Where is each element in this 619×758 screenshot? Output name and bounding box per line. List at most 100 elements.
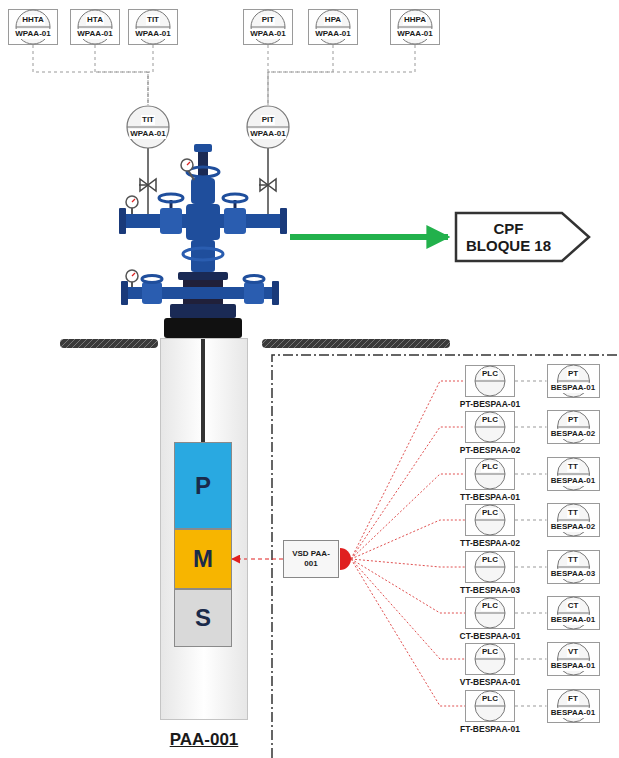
plc-tag-outline-part (466, 644, 515, 675)
pump-section: S (174, 589, 232, 647)
tag-text: FT-BESPAA-01 (460, 724, 520, 734)
signal-connector (515, 613, 547, 614)
tag-text: CT (567, 601, 580, 611)
christmas-tree-part (194, 144, 212, 152)
plc-tag-outline-part (475, 412, 505, 442)
tag-text: PLC (481, 415, 499, 425)
signal-connector (148, 45, 153, 105)
signal-connector (351, 559, 465, 706)
signal-connector (515, 659, 547, 660)
tag-text: WPAA-01 (134, 29, 171, 39)
christmas-tree-part (244, 276, 264, 283)
instrument-tag-outline-part (309, 10, 358, 45)
tag-text: WPAA-01 (249, 129, 286, 139)
plc-tag: PLCFT-BESPAA-01 (465, 690, 515, 722)
christmas-tree-part (223, 194, 247, 202)
tag-text: PT (567, 415, 579, 425)
instrument-tag-outline-part (316, 27, 350, 28)
instrument-taps-part (260, 179, 276, 191)
tag-text: PAA-001 (170, 730, 239, 750)
plc-tag: PLCPT-BESPAA-01 (465, 365, 515, 397)
tag-text: VT (567, 647, 579, 657)
tag-text: WPAA-01 (314, 29, 351, 39)
instrument-tag: TT BESPAA-02 (547, 503, 600, 537)
tag-text: PLC (481, 462, 499, 472)
tag-text: VT-BESPAA-01 (460, 677, 520, 687)
tag-text: S (174, 604, 232, 632)
christmas-tree-part (183, 248, 223, 260)
signal-connector (232, 559, 283, 560)
instrument-taps-part (147, 147, 149, 215)
signal-connector (351, 381, 465, 559)
tag-text: TT (567, 508, 579, 518)
christmas-tree-part (126, 196, 138, 208)
tag-text: TT-BESPAA-01 (460, 492, 520, 502)
instrument-tag-outline-part (78, 27, 112, 28)
plc-tag-outline-part (475, 691, 505, 721)
signal-connector (515, 381, 547, 382)
tag-text: WPAA-01 (129, 129, 166, 139)
transmitter-bubble-outline (246, 105, 290, 149)
tag-text: PIT (261, 115, 275, 125)
transmitter-bubble-outline-part (247, 127, 289, 128)
instrument-tag: HHTAWPAA-01 (8, 9, 58, 45)
signal-connector (351, 559, 465, 659)
instrument-tag-outline-part (557, 659, 589, 660)
plc-tag-outline-part (466, 691, 515, 722)
instrument-tag-outline-part (557, 474, 589, 475)
christmas-tree (119, 144, 287, 338)
plc-tag-outline-part (466, 459, 515, 490)
plc-tag-outline-part (475, 706, 505, 707)
plc-tag-outline-part (466, 598, 515, 629)
tag-text: PT-BESPAA-02 (460, 445, 520, 455)
plc-tag-outline-part (475, 613, 505, 614)
plc-tag-outline-part (466, 412, 515, 443)
tag-text: PIT (261, 15, 275, 25)
plc-tag-outline-part (475, 520, 505, 521)
transmitter-bubble-outline (126, 105, 170, 149)
pump-section-outline-part (175, 443, 232, 529)
plc-tag: PLCVT-BESPAA-01 (465, 643, 515, 675)
tag-text: PLC (481, 647, 499, 657)
christmas-tree-part (132, 273, 135, 276)
christmas-tree-part (160, 208, 182, 234)
instrument-tag-outline-part (557, 706, 589, 707)
tag-text: BESPAA-01 (550, 476, 596, 486)
tag-text: BESPAA-02 (550, 522, 596, 532)
instrument-tag-outline-part (9, 10, 58, 45)
plc-tag-outline-part (475, 366, 505, 396)
plc-tag-outline-part (475, 598, 505, 628)
wellbore-fill-part (201, 338, 205, 444)
instrument-tag: PIT WPAA-01 (243, 9, 293, 45)
instrument-tag-outline-part (129, 10, 178, 45)
instrument-tag: VT BESPAA-01 (547, 642, 600, 676)
instrument-tag: HPAWPAA-01 (308, 9, 358, 45)
plc-tag: PLCCT-BESPAA-01 (465, 597, 515, 629)
instrument-tag: PTBESPAA-01 (547, 364, 600, 398)
signal-connector (268, 45, 415, 105)
tag-text: BESPAA-03 (550, 569, 596, 579)
transmitter-bubble-outline-part (127, 127, 169, 128)
tag-text: HHTA (21, 15, 45, 25)
instrument-tag-outline-part (557, 427, 589, 428)
instrument-tag: TTBESPAA-01 (547, 457, 600, 491)
instrument-taps-part (140, 179, 156, 191)
wellbore-fill-part (160, 338, 248, 720)
tag-text: BESPAA-01 (550, 661, 596, 671)
signal-connector (351, 474, 465, 559)
tag-text: WPAA-01 (249, 29, 286, 39)
tag-text: PT-BESPAA-01 (460, 399, 520, 409)
instrument-tag-outline-part (557, 613, 589, 614)
tag-text: BESPAA-01 (550, 708, 596, 718)
vsd-box: VSD PAA-001 (283, 540, 339, 578)
pump-section-outline-part (175, 530, 232, 589)
tag-text: P (174, 472, 232, 500)
vsd-box-outline-part (340, 548, 351, 570)
plc-tag-outline-part (475, 567, 505, 568)
plc-tag-outline-part (475, 644, 505, 674)
tag-text: BESPAA-01 (550, 383, 596, 393)
signal-connector (351, 559, 465, 567)
tag-text: TT (567, 555, 579, 565)
plc-tag: PLCPT-BESPAA-02 (465, 411, 515, 443)
